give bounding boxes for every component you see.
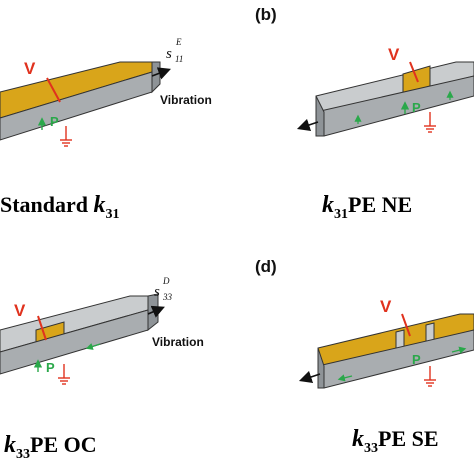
vibration-arrow-d [298, 370, 321, 384]
voltage-lead-a [46, 77, 61, 103]
compliance-a-sub: 11 [175, 54, 183, 64]
compliance-c-sub: 33 [162, 292, 173, 302]
compliance-a-sup: E [175, 37, 182, 47]
ground-icon [58, 377, 70, 385]
caption-b: k31PE NE [322, 192, 412, 222]
vibration-arrow-b [296, 118, 319, 132]
voltage-lead-c [37, 315, 47, 341]
vibration-arrow-a [151, 67, 171, 80]
compliance-a-main: s [166, 46, 172, 62]
panel-a: V P Vibration s E 11 Standard k31 [0, 37, 212, 222]
ground-icon [60, 139, 72, 147]
panel-c: V P Vibration s D 33 k33PE OC [0, 276, 204, 462]
caption-c: k33PE OC [4, 432, 97, 462]
panel-b: (b) V P k31PE NE [255, 5, 474, 222]
caption-d: k33PE SE [352, 426, 439, 456]
voltage-label-a: V [24, 59, 36, 78]
compliance-c-main: s [154, 284, 160, 300]
polarization-arrow-d [337, 374, 353, 382]
ground-icon [424, 125, 436, 133]
voltage-label-d: V [380, 297, 392, 316]
compliance-c-sup: D [162, 276, 170, 286]
polarization-arrow-c2 [85, 343, 101, 350]
polarization-arrow-d2 [451, 346, 467, 354]
caption-a: Standard k31 [0, 192, 120, 222]
polarization-label-d: P [412, 352, 421, 367]
vibration-label-c: Vibration [152, 335, 204, 349]
compliance-label-a: s [166, 46, 172, 62]
vibration-label-a: Vibration [160, 93, 212, 107]
polarization-label-a: P [50, 114, 59, 129]
polarization-label-b: P [412, 100, 421, 115]
panel-letter-b: (b) [255, 5, 277, 24]
panel-d: (d) V P k33PE SE [255, 257, 474, 456]
panel-letter-d: (d) [255, 257, 277, 276]
voltage-label-b: V [388, 45, 400, 64]
voltage-label-c: V [14, 301, 26, 320]
polarization-label-c: P [46, 360, 55, 375]
ground-icon [424, 379, 436, 387]
voltage-lead-b [409, 61, 419, 83]
vibration-arrow-c [147, 305, 165, 318]
beam-a-end-face [151, 61, 161, 94]
voltage-lead-d [401, 313, 411, 337]
